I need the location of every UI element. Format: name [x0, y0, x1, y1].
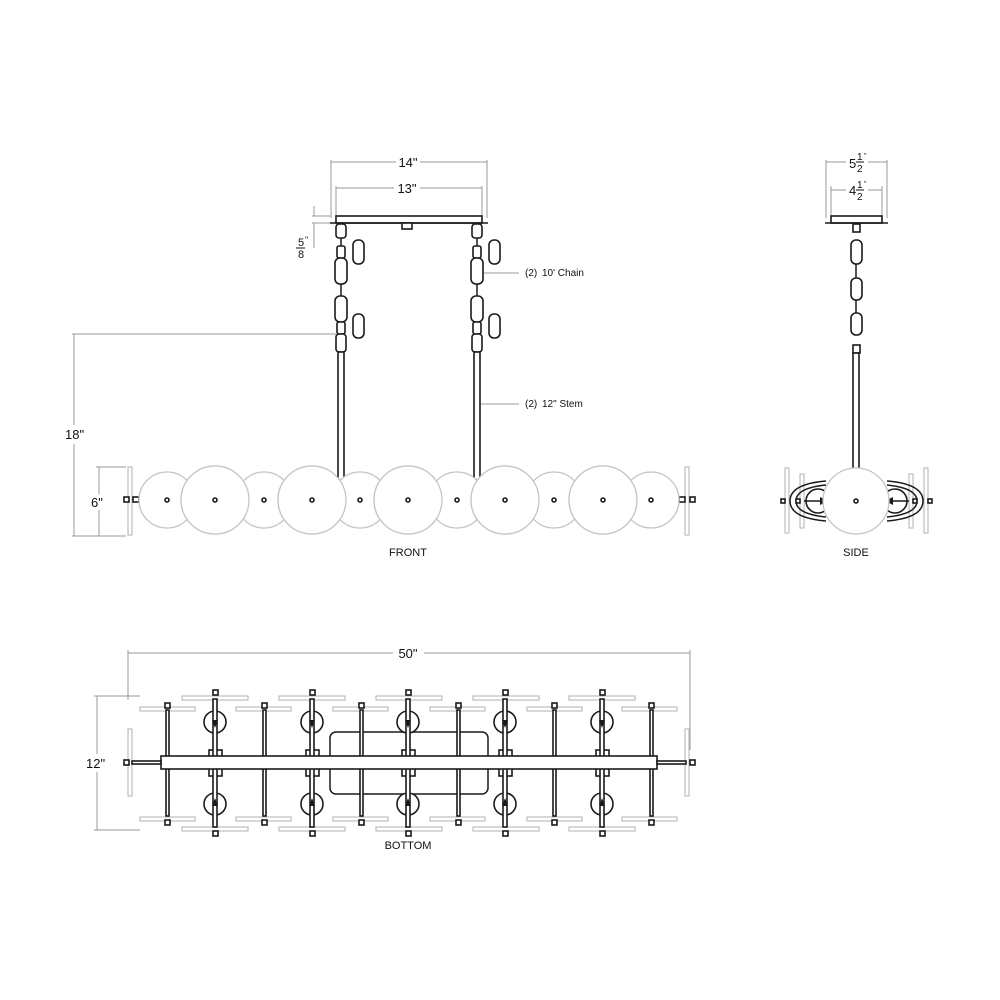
side-canopy [830, 215, 883, 224]
svg-text:": " [305, 235, 308, 245]
quick-link-icon [488, 239, 501, 265]
stem-left [337, 351, 345, 481]
side-stem [852, 352, 860, 470]
svg-text:5: 5 [298, 237, 304, 249]
svg-text:1: 1 [857, 152, 863, 163]
glass-discs [138, 465, 680, 535]
svg-text:4: 4 [849, 183, 856, 198]
svg-text:50": 50" [398, 646, 417, 661]
svg-text:6": 6" [91, 495, 103, 510]
svg-text:2: 2 [857, 164, 863, 175]
svg-text:2: 2 [857, 192, 863, 203]
bottom-view: 50" 12" [86, 646, 696, 852]
canopy-set-screw [401, 222, 413, 230]
dimension-canopy-outer: 14" [330, 155, 488, 218]
canopy [335, 215, 483, 224]
dimension-overall-height: 18" [65, 333, 336, 537]
side-chain [850, 223, 863, 354]
svg-text:(2): (2) [525, 399, 537, 410]
view-label-side: SIDE [843, 547, 869, 559]
svg-text:5: 5 [849, 156, 856, 171]
view-label-bottom: BOTTOM [385, 840, 432, 852]
front-view: 14" 13" 5 8 " [65, 155, 696, 559]
dimension-fixture-height: 6" [91, 466, 126, 536]
chain-right [470, 223, 501, 353]
svg-text:8: 8 [298, 249, 304, 261]
quick-link-icon [352, 239, 365, 265]
svg-text:1: 1 [857, 180, 863, 191]
svg-text:": " [864, 181, 867, 188]
dimension-side-inner: 4 1 2 " [830, 180, 883, 218]
quick-link-icon [488, 313, 501, 339]
svg-text:": " [864, 153, 867, 160]
dimension-canopy-inner: 13" [335, 181, 483, 218]
svg-text:10' Chain: 10' Chain [542, 268, 584, 279]
dimension-text: 14" [398, 155, 417, 170]
dimension-canopy-height: 5 8 " [296, 206, 330, 261]
dimension-overall-depth: 12" [86, 695, 140, 831]
callout-stem: (2) 12" Stem [481, 399, 583, 410]
dimension-text: 13" [397, 181, 416, 196]
callout-chain: (2) 10' Chain [484, 268, 584, 279]
view-label-front: FRONT [389, 547, 427, 559]
svg-text:(2): (2) [525, 268, 537, 279]
quick-link-icon [352, 313, 365, 339]
dimension-side-outer: 5 1 2 " [825, 152, 888, 218]
main-bar [160, 755, 658, 770]
chain-left [334, 223, 365, 353]
dimension-overall-length: 50" [127, 646, 691, 750]
svg-text:12" Stem: 12" Stem [542, 399, 583, 410]
side-view: 5 1 2 " 4 1 2 " [780, 152, 933, 559]
stem-right [473, 351, 481, 481]
svg-text:18": 18" [65, 427, 84, 442]
svg-text:12": 12" [86, 756, 105, 771]
